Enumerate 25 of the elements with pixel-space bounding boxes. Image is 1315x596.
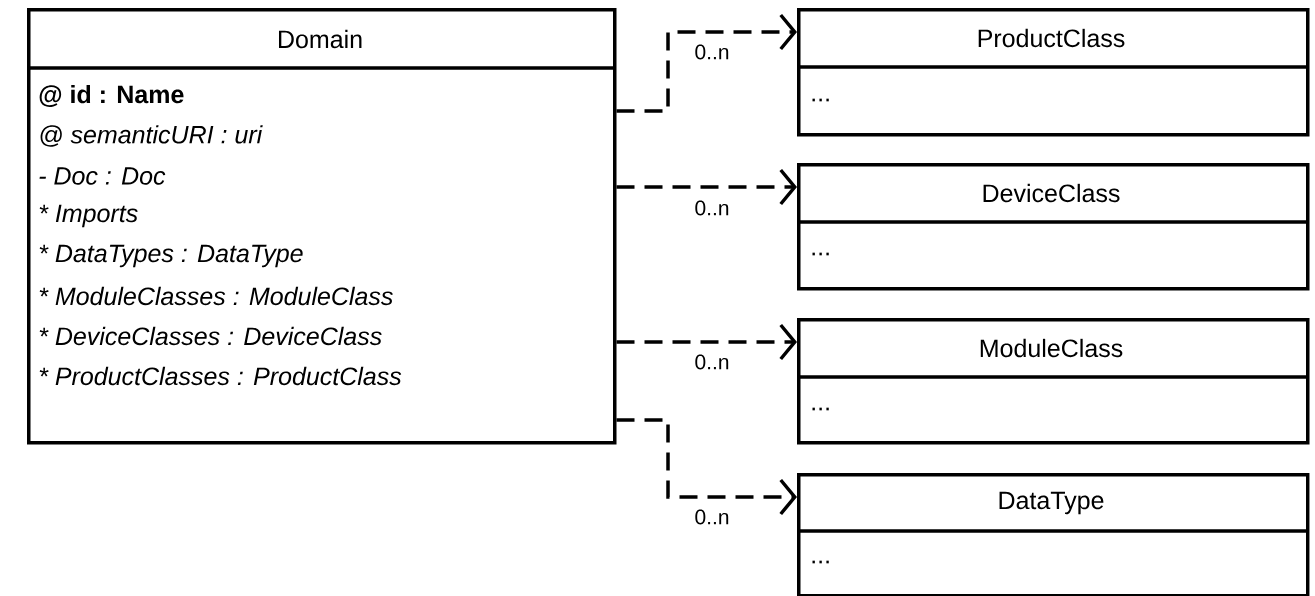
attribute-text: - Doc : Doc <box>39 167 166 185</box>
arrow <box>616 418 797 516</box>
attribute-text: * Imports <box>39 204 138 228</box>
attribute-text: * ModuleClasses : ModuleClass <box>39 286 393 306</box>
attribute-text: @ id : Name <box>39 84 184 108</box>
class-name: DeviceClass <box>983 183 1120 203</box>
edge-label: 0..n <box>693 353 731 371</box>
class-name: ModuleClass <box>980 338 1123 358</box>
attribute-text: * ProductClasses : ProductClass <box>39 366 402 386</box>
attribute-text: @ semanticURI : uri <box>40 125 263 147</box>
edge-label: 0..n <box>693 43 731 61</box>
class-name: Domain <box>279 29 362 49</box>
attribute-text: * DataTypes : DataType <box>39 244 303 268</box>
attribute-text: * DeviceClasses : DeviceClass <box>39 326 382 346</box>
attribute-text: ... <box>812 252 829 256</box>
attribute-text: ... <box>812 407 829 411</box>
class-name: ProductClass <box>978 28 1125 48</box>
arrow <box>616 323 797 361</box>
class-name: DataType <box>999 491 1104 515</box>
edge-label: 0..n <box>693 199 731 217</box>
attribute-text: ... <box>812 98 829 102</box>
arrow <box>616 13 797 113</box>
attribute-text: ... <box>812 560 829 564</box>
arrow <box>616 168 797 206</box>
edge-label: 0..n <box>693 508 731 526</box>
